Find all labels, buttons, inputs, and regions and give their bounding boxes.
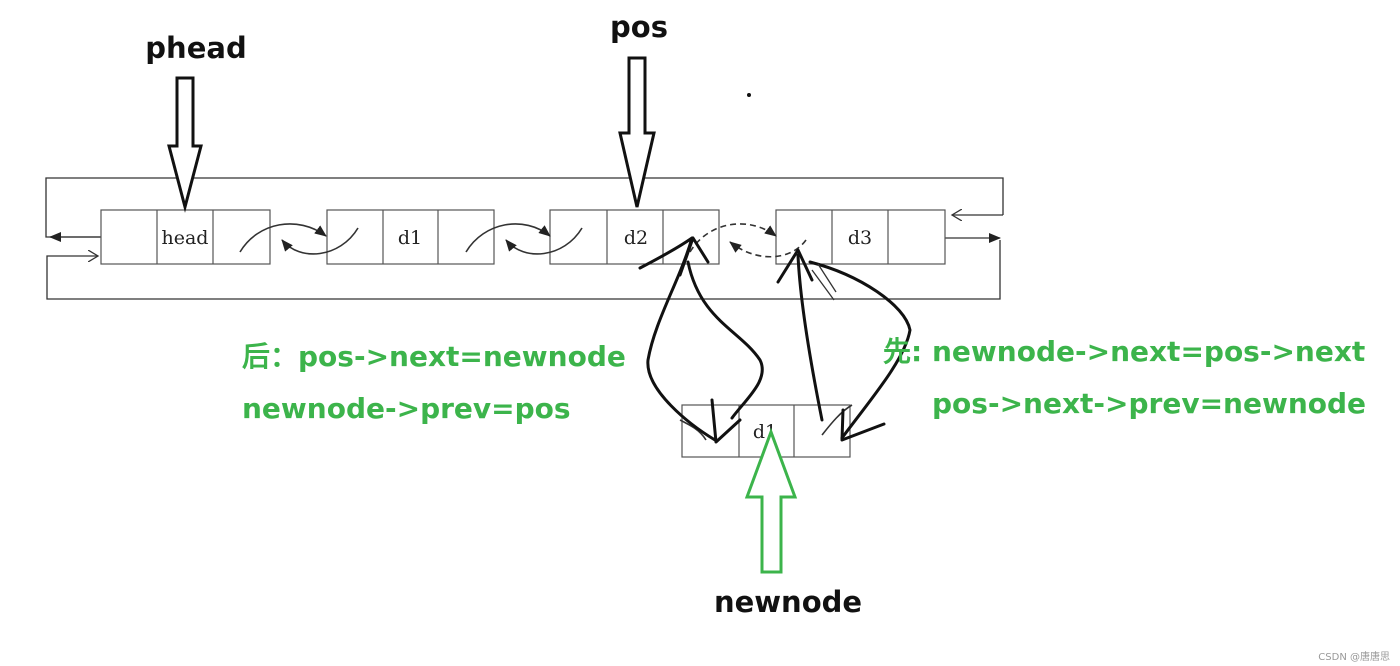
node-link-curves xyxy=(239,223,807,258)
hand-arrowhead-newnode-right xyxy=(840,408,886,442)
annotations: 后：pos->next=newnode newnode->prev=pos 先:… xyxy=(242,335,1366,425)
hand-arrow-d3-to-newnode xyxy=(808,260,912,440)
watermark: CSDN @唐唐思 xyxy=(1318,650,1390,663)
head-next-link xyxy=(239,223,327,253)
new-node-next-stub xyxy=(821,404,853,436)
d2-prev-link xyxy=(505,227,583,255)
node-d1: d1 xyxy=(326,209,495,265)
pos-label: pos xyxy=(610,10,668,44)
hand-arrowhead-d2 xyxy=(678,236,710,277)
d3-prev-link xyxy=(729,239,807,258)
node-head: head xyxy=(100,209,271,265)
d1-prev-link xyxy=(281,227,359,255)
first-step-prefix: 先: xyxy=(883,335,922,368)
new-node-prev-stub xyxy=(679,419,707,441)
hatch-line-1 xyxy=(811,269,835,301)
newnode-label: newnode xyxy=(714,585,862,619)
node-label-d1: d1 xyxy=(398,227,422,249)
stray-dot xyxy=(747,93,751,97)
d1-next-link xyxy=(465,223,551,253)
newnode-arrow xyxy=(744,427,798,574)
hand-arrow-d2-to-newnode xyxy=(638,236,717,442)
hand-arrowhead-d3 xyxy=(776,248,814,284)
first-step-line-1: newnode->next=pos->next xyxy=(932,335,1365,368)
after-step-line-2: newnode->prev=pos xyxy=(242,392,571,425)
phead-arrow xyxy=(167,76,203,213)
node-label-head: head xyxy=(162,227,209,249)
phead-pointer: phead xyxy=(145,31,247,213)
newnode-pointer: newnode xyxy=(714,427,862,619)
bottom-loop-line xyxy=(46,240,1001,300)
pos-pointer: pos xyxy=(610,10,668,208)
hand-arrowhead-newnode-left xyxy=(710,398,742,444)
node-d3: d3 xyxy=(775,209,946,265)
hand-drawn-arrows xyxy=(638,93,912,444)
hand-arrow-newnode-to-d2 xyxy=(686,260,764,420)
phead-label: phead xyxy=(145,31,246,65)
pos-arrow xyxy=(618,56,656,208)
hatch-line-2 xyxy=(817,263,837,293)
first-step-line-2: pos->next->prev=newnode xyxy=(932,387,1366,420)
node-label-d2: d2 xyxy=(624,227,648,249)
after-step-line-1: 后：pos->next=newnode xyxy=(242,340,626,373)
node-label-d3: d3 xyxy=(848,227,872,249)
hand-arrow-newnode-to-d3 xyxy=(796,253,824,422)
